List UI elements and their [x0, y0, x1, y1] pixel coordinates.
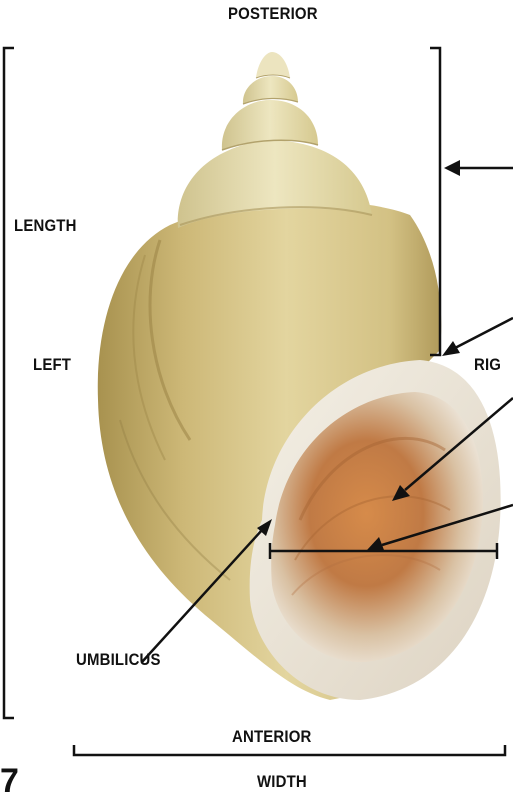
- label-umbilicus: UMBILICUS: [76, 650, 161, 670]
- length-bracket: [4, 48, 14, 718]
- arrowhead-spire: [444, 160, 460, 176]
- label-width: WIDTH: [257, 772, 307, 792]
- page-number: 7: [0, 762, 19, 801]
- label-left: LEFT: [33, 355, 71, 375]
- label-right: RIG: [474, 355, 501, 375]
- label-length: LENGTH: [14, 216, 77, 236]
- apex: [256, 52, 290, 78]
- label-posterior: POSTERIOR: [228, 4, 318, 24]
- label-anterior: ANTERIOR: [232, 727, 312, 747]
- arrowhead-suture: [442, 341, 460, 356]
